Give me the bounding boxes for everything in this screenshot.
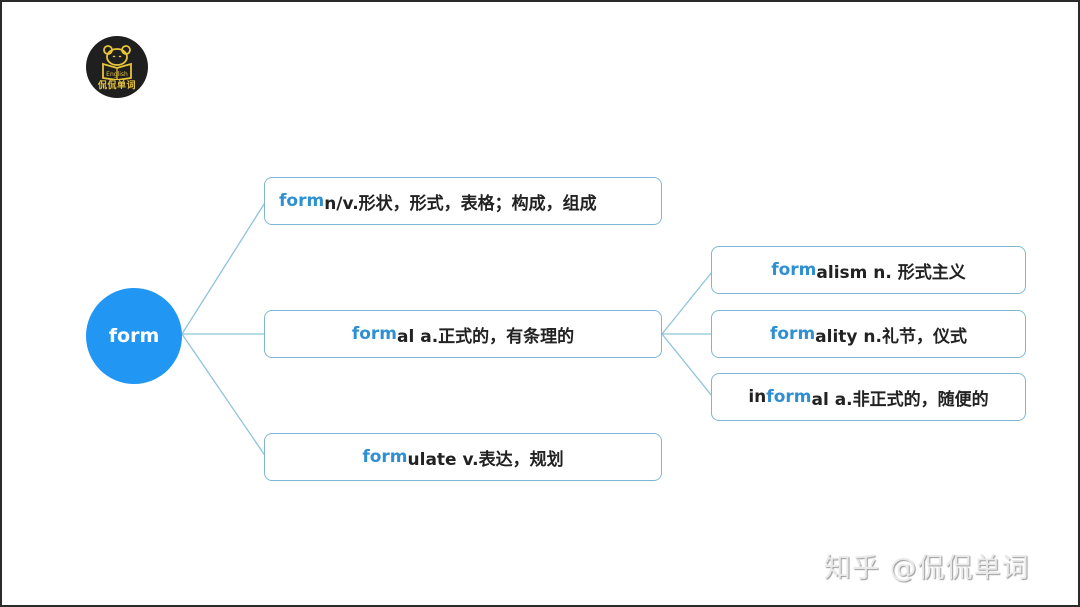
highlight-root: form [362, 447, 408, 467]
logo-caption: 侃侃单词 [97, 80, 136, 91]
highlight-root: form [771, 260, 817, 280]
node-text: al a.非正式的，随便的 [811, 389, 989, 410]
node-text: ulate v.表达，规划 [407, 449, 564, 470]
root-label: form [108, 325, 160, 347]
bear-reading-icon: English [102, 44, 132, 80]
highlight-root: form [351, 324, 398, 344]
node-text: n/v.形状，形式，表格；构成，组成 [324, 193, 597, 214]
node-text: al a.正式的，有条理的 [397, 326, 575, 347]
node-text: ality n.礼节，仪式 [815, 326, 967, 347]
highlight-root: form [766, 387, 812, 407]
node-form: form n/v.形状，形式，表格；构成，组成 [264, 177, 662, 225]
root-node-form: form [86, 288, 182, 384]
node-text: alism n. 形式主义 [816, 262, 966, 283]
highlight-root: form [769, 324, 816, 344]
highlight-root: form [279, 191, 325, 211]
watermark: 知乎 @侃侃单词 [824, 553, 1030, 584]
logo: English 侃侃单词 [86, 36, 148, 98]
svg-text:English: English [106, 71, 128, 78]
